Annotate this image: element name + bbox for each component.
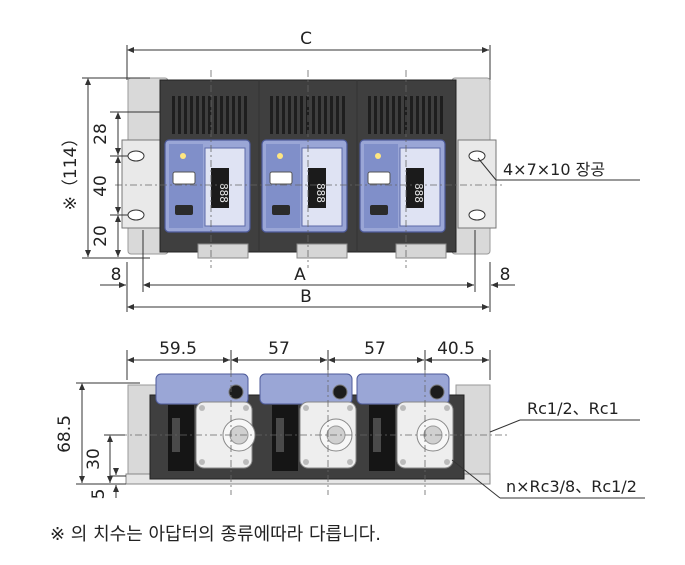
vent-slot xyxy=(270,96,273,134)
vent-slot xyxy=(232,96,235,134)
label-badge xyxy=(272,205,290,215)
vent-slot xyxy=(380,96,383,134)
status-led-icon xyxy=(375,153,381,159)
vent-slot xyxy=(434,96,437,134)
dim-a-label: A xyxy=(294,265,306,285)
vent-slot xyxy=(226,96,229,134)
vent-slot xyxy=(208,96,211,134)
slot-hole-note: 4×7×10 장공 xyxy=(503,160,605,179)
port-note-bottom: n×Rc3/8、Rc1/2 xyxy=(506,477,637,496)
cable-port-icon xyxy=(429,384,445,400)
dim-40-label: 40 xyxy=(91,175,111,197)
vent-slot xyxy=(220,96,223,134)
vent-slot xyxy=(202,96,205,134)
sensor-module-1: 888 xyxy=(164,139,251,233)
dim-5-label: 5 xyxy=(89,489,109,500)
cable-port-icon xyxy=(332,384,348,400)
vent-slot xyxy=(368,96,371,134)
dim-8-left-label: 8 xyxy=(111,265,122,285)
slot-hole-left-bottom xyxy=(127,209,145,221)
sensor-module-3: 888 xyxy=(359,139,446,233)
front-module-1 xyxy=(155,373,256,471)
vent-slot xyxy=(196,96,199,134)
vent-slot xyxy=(172,96,175,134)
vent-slot xyxy=(178,96,181,134)
display-digits: 888 xyxy=(314,183,327,203)
vent-slot xyxy=(300,96,303,134)
dim-8-right-label: 8 xyxy=(500,265,511,285)
vent-slot xyxy=(294,96,297,134)
footnote: ※ 의 치수는 아답터의 종류에따라 다릅니다. xyxy=(50,524,381,545)
vent-slot xyxy=(416,96,419,134)
status-led-icon xyxy=(277,153,283,159)
vent-slot xyxy=(244,96,247,134)
sensor-module-2: 888 xyxy=(261,139,348,233)
label-badge xyxy=(370,205,388,215)
bottom-connector-1 xyxy=(197,243,249,259)
bottom-connector-2 xyxy=(296,243,348,259)
front-module-2 xyxy=(259,373,357,471)
vent-slot xyxy=(386,96,389,134)
vent-slot xyxy=(282,96,285,134)
vent-slot xyxy=(440,96,443,134)
dim-c-label: C xyxy=(300,29,312,49)
vent-slot xyxy=(398,96,401,134)
dim-28-label: 28 xyxy=(91,123,111,145)
vent-slot xyxy=(318,96,321,134)
dim-40-5-label: 40.5 xyxy=(437,339,475,359)
dim-57-b-label: 57 xyxy=(364,339,386,359)
vent-slot xyxy=(374,96,377,134)
vent-slot xyxy=(404,96,407,134)
vent-slot xyxy=(288,96,291,134)
vent-slot xyxy=(342,96,345,134)
dim-68-5-label: 68.5 xyxy=(55,415,75,453)
vent-slot xyxy=(306,96,309,134)
vent-slot xyxy=(312,96,315,134)
vent-slot xyxy=(238,96,241,134)
brand-logo-icon xyxy=(172,171,196,185)
display-digits: 888 xyxy=(412,183,425,203)
status-led-icon xyxy=(180,153,186,159)
display-digits: 888 xyxy=(217,183,230,203)
dim-114-label: ※（114） xyxy=(61,130,81,211)
vent-slot xyxy=(190,96,193,134)
dim-57-a-label: 57 xyxy=(268,339,290,359)
front-view: 59.5 57 57 40.5 68.5 30 5 Rc1/2、Rc1 xyxy=(55,339,645,499)
vent-slot xyxy=(330,96,333,134)
dim-59-5-label: 59.5 xyxy=(159,339,197,359)
slot-hole-left-top xyxy=(127,150,145,162)
vent-slot xyxy=(184,96,187,134)
dim-b-label: B xyxy=(300,287,312,307)
slot-hole-right-top xyxy=(468,150,486,162)
vent-slot xyxy=(214,96,217,134)
dim-20-label: 20 xyxy=(91,225,111,247)
vent-slot xyxy=(422,96,425,134)
dim-30-label: 30 xyxy=(84,448,104,470)
port-note-top: Rc1/2、Rc1 xyxy=(527,399,619,418)
bottom-connector-3 xyxy=(395,243,447,259)
vent-slot xyxy=(336,96,339,134)
label-badge xyxy=(175,205,193,215)
slot-hole-right-bottom xyxy=(468,209,486,221)
brand-logo-icon xyxy=(269,171,293,185)
front-module-3 xyxy=(356,373,454,471)
vent-slot xyxy=(392,96,395,134)
brand-logo-icon xyxy=(367,171,391,185)
top-view: C 888 888 888 ※（114） xyxy=(61,29,640,312)
vent-slot xyxy=(324,96,327,134)
vent-slot xyxy=(276,96,279,134)
cable-port-icon xyxy=(228,384,244,400)
vent-slot xyxy=(428,96,431,134)
vent-slot xyxy=(410,96,413,134)
